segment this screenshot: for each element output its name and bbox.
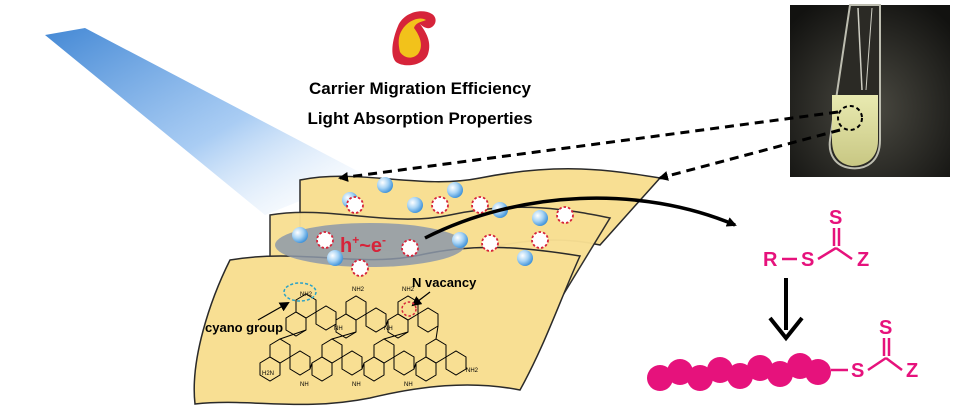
n-vacancy-pointer	[411, 291, 431, 307]
cyano-pointer	[257, 302, 290, 321]
raft-S-top: S	[829, 207, 842, 229]
n-vacancy-label: N vacancy	[412, 275, 477, 290]
polymer-end-group: S S Z	[831, 317, 918, 382]
svg-text:NH: NH	[384, 326, 393, 332]
dashed-arrow-lower	[658, 128, 841, 181]
light-beam	[45, 28, 365, 215]
curved-arrow	[424, 196, 737, 240]
raft-Z: Z	[857, 249, 869, 271]
svg-text:NH: NH	[300, 382, 309, 388]
hole-circles	[316, 196, 574, 277]
cyano-highlight	[283, 282, 317, 302]
svg-text:H2N: H2N	[262, 371, 274, 377]
raft-S: S	[801, 249, 814, 271]
cyano-group-label: cyano group	[205, 320, 283, 335]
carrier-label: h+~e-	[340, 233, 386, 257]
polymer-S: S	[851, 360, 864, 382]
raft-R: R	[763, 249, 778, 271]
polymer-S-top: S	[879, 317, 892, 339]
polymer-beads	[647, 353, 831, 391]
svg-text:NH2: NH2	[402, 287, 415, 293]
svg-text:NH2: NH2	[300, 292, 313, 298]
polymer-Z: Z	[906, 360, 918, 382]
svg-text:NH2: NH2	[352, 287, 365, 293]
headline-line1: Carrier Migration Efficiency	[309, 79, 532, 98]
headline-line2: Light Absorption Properties	[307, 109, 532, 128]
raft-agent: R S S Z	[763, 207, 869, 271]
flexed-arm-icon	[392, 11, 436, 66]
n-vacancy-highlight	[401, 301, 417, 317]
heptazine-structure	[259, 293, 467, 382]
down-arrow-head	[768, 316, 804, 342]
test-tube-photo	[790, 4, 950, 177]
svg-text:NH: NH	[404, 382, 413, 388]
svg-text:NH2: NH2	[466, 368, 479, 374]
svg-text:NH: NH	[352, 382, 361, 388]
dashed-arrow-upper	[338, 110, 839, 182]
svg-text:NH: NH	[334, 326, 343, 332]
structure-atom-labels: NH2 NH2 NH2 H2N NH2 NH NH NH NH NH	[262, 287, 479, 388]
